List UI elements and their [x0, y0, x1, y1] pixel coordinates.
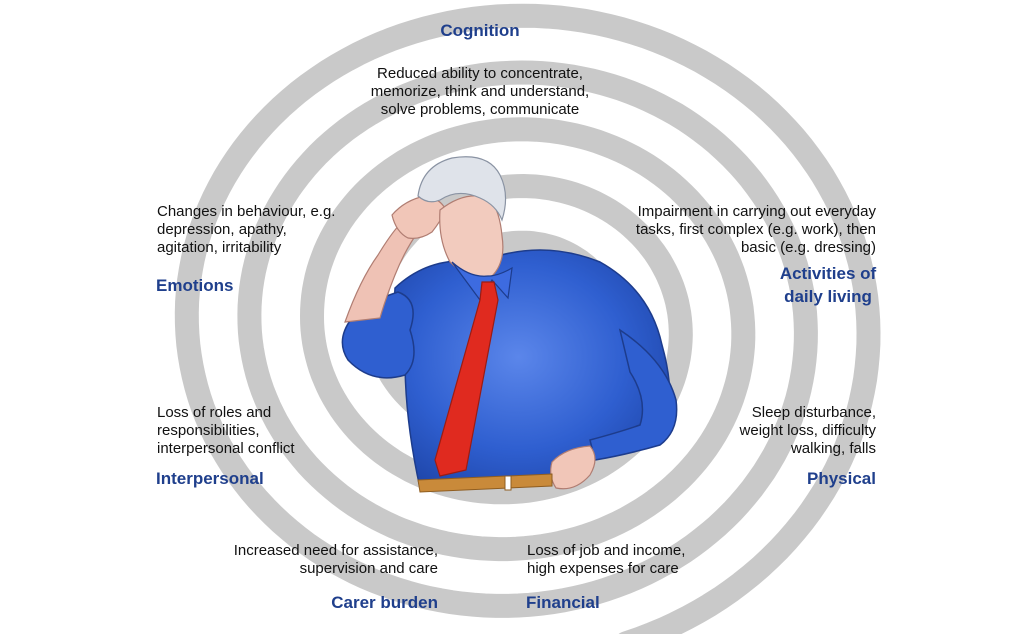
financial-desc-line: high expenses for care — [527, 560, 679, 577]
hip-arm — [589, 328, 678, 461]
interpersonal-desc-line: Loss of roles and — [157, 404, 272, 421]
carer-title: Carer burden — [331, 593, 438, 612]
collar — [451, 261, 513, 302]
adl-desc-line: Impairment in carrying out everyday — [637, 203, 876, 220]
financial-title: Financial — [526, 593, 600, 612]
adl-title: Activities of daily living — [760, 262, 896, 308]
carer-description: Increased need for assistance, supervisi… — [234, 542, 438, 578]
interpersonal-desc-line: interpersonal conflict — [157, 440, 295, 457]
adl-desc-line: tasks, first complex (e.g. work), then — [635, 221, 876, 238]
emotions-description: Changes in behaviour, e.g. depression, a… — [157, 203, 335, 257]
emotions-title: Emotions — [156, 276, 234, 295]
adl-title-line: daily living — [784, 287, 872, 306]
interpersonal-description: Loss of roles and responsibilities, inte… — [157, 404, 295, 458]
emotions-desc-line: Changes in behaviour, e.g. — [157, 203, 336, 220]
interpersonal-desc-line: responsibilities, — [157, 422, 260, 439]
red-tie — [434, 281, 499, 477]
adl-description: Impairment in carrying out everyday task… — [636, 203, 876, 257]
cognition-desc-line: solve problems, communicate — [380, 101, 580, 118]
carer-desc-line: supervision and care — [299, 560, 438, 577]
cognition-block: Cognition — [340, 19, 620, 42]
physical-title: Physical — [807, 469, 876, 488]
emotions-desc-line: agitation, irritability — [157, 239, 282, 256]
carer-desc-line: Increased need for assistance, — [233, 542, 438, 559]
adl-title-line: Activities of — [779, 264, 877, 283]
cognition-title: Cognition — [440, 21, 520, 40]
physical-desc-line: weight loss, difficulty — [739, 422, 876, 439]
physical-desc-line: walking, falls — [790, 440, 876, 457]
cognition-desc-line: memorize, think and understand, — [370, 83, 590, 100]
financial-description: Loss of job and income, high expenses fo… — [527, 542, 685, 578]
adl-desc-line: basic (e.g. dressing) — [740, 239, 876, 256]
financial-desc-line: Loss of job and income, — [527, 542, 686, 559]
cognition-desc-line: Reduced ability to concentrate, — [377, 65, 583, 82]
emotions-desc-line: depression, apathy, — [157, 221, 287, 238]
belt-loop — [504, 475, 512, 491]
interpersonal-title: Interpersonal — [156, 469, 264, 488]
hair — [417, 156, 507, 222]
physical-desc-line: Sleep disturbance, — [751, 404, 876, 421]
cognition-description: Reduced ability to concentrate, memorize… — [320, 65, 640, 119]
hand-on-forehead — [391, 195, 447, 239]
physical-description: Sleep disturbance, weight loss, difficul… — [740, 404, 876, 458]
